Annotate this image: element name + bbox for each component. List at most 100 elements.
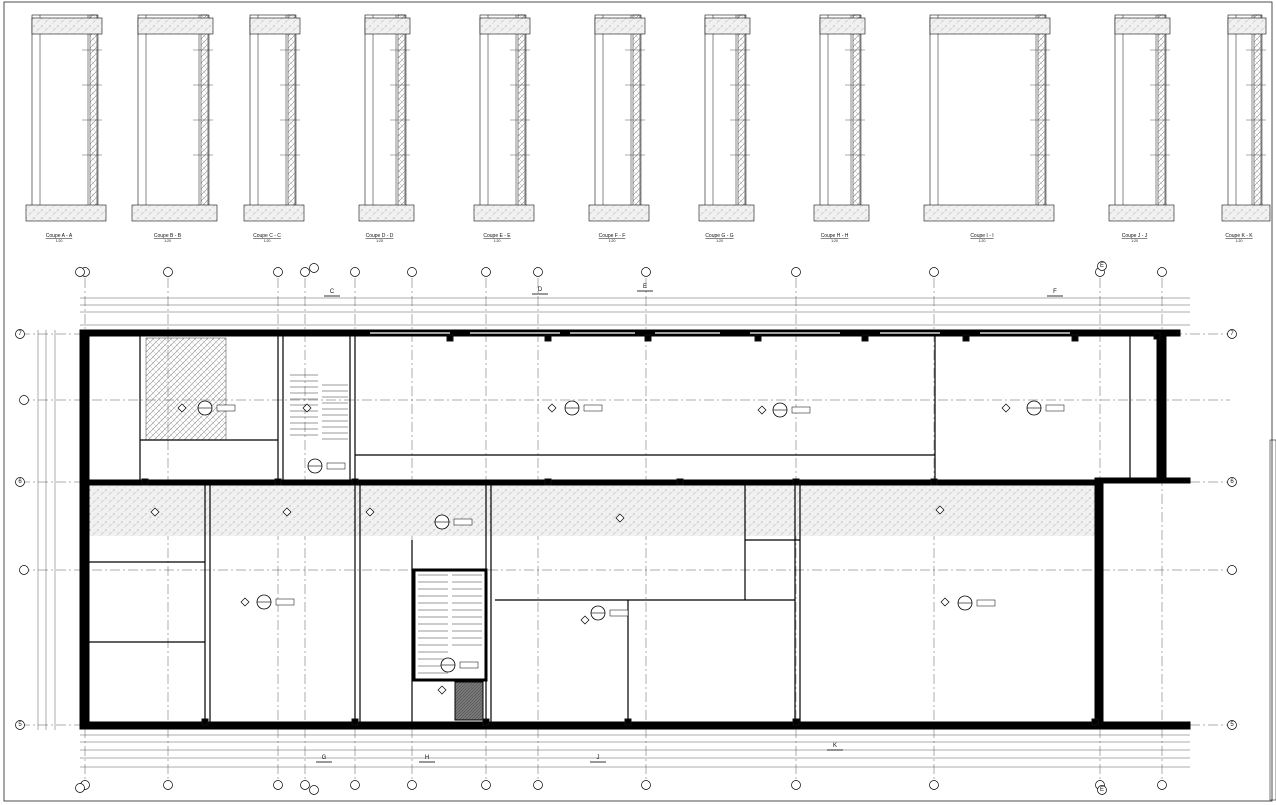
grid-bubble-bottom [1157, 780, 1167, 790]
section-scale: 1:20 [164, 239, 171, 243]
room-tag [440, 657, 479, 673]
grid-bubble-right: 5 [1227, 720, 1237, 730]
room-tag [307, 458, 346, 474]
grid-bubble-bottom [791, 780, 801, 790]
column [544, 478, 552, 486]
svg-text:5: 5 [1230, 722, 1234, 728]
section-cut-marker: G [316, 755, 332, 763]
svg-text:5: 5 [18, 722, 22, 728]
grid-bubble-bottom [641, 780, 651, 790]
svg-text:E: E [643, 284, 647, 290]
section-detail: Coupe F - F1:20 [588, 14, 650, 243]
section-title: Coupe A - A [46, 233, 73, 239]
section-scale: 1:20 [494, 239, 501, 243]
section-detail: Coupe J - J1:20 [1108, 14, 1175, 243]
svg-text:6: 6 [1230, 479, 1234, 485]
svg-text:C: C [330, 289, 335, 295]
column [861, 334, 869, 342]
svg-text:E: E [1100, 263, 1104, 269]
column [446, 334, 454, 342]
column [544, 334, 552, 342]
interior-walls [88, 336, 1131, 722]
title-block-edge [1269, 439, 1276, 801]
section-title: Coupe H - H [821, 233, 849, 239]
level-diamond [365, 507, 375, 517]
svg-text:G: G [322, 755, 327, 761]
level-markers [150, 403, 1011, 695]
grid-bubble-top [791, 267, 801, 277]
column [141, 478, 149, 486]
svg-text:7: 7 [1230, 331, 1234, 337]
section-detail: Coupe E - E1:20 [473, 14, 535, 243]
stair-hatch [145, 337, 227, 441]
grid-bubble-top [1157, 267, 1167, 277]
grid-bubble-top [533, 267, 543, 277]
room-tag [590, 605, 629, 621]
level-diamond [437, 685, 447, 695]
column [201, 718, 209, 726]
level-diamond [240, 597, 250, 607]
section-scale: 1:20 [716, 239, 723, 243]
column [1091, 718, 1099, 726]
svg-text:J: J [597, 755, 600, 761]
grid-bubble-bottom: E [1097, 785, 1107, 795]
room-tag [434, 514, 473, 530]
section-cut-marker: E [637, 284, 653, 292]
grid-bubble-top: E [1097, 261, 1107, 271]
section-detail: Coupe B - B1:20 [131, 14, 218, 243]
grid-bubble-top [350, 267, 360, 277]
grid-bubble-bottom [533, 780, 543, 790]
lift-shaft-fill [454, 681, 484, 721]
column [482, 718, 490, 726]
columns [141, 332, 1161, 726]
column [792, 478, 800, 486]
sheet-frame [3, 1, 1273, 802]
section-cut-marker: K [827, 743, 843, 751]
room-tag [197, 400, 236, 416]
grid-bubble-bottom [481, 780, 491, 790]
room-tag [256, 594, 295, 610]
section-title: Coupe K - K [1225, 233, 1253, 239]
level-diamond [547, 403, 557, 413]
section-cut-marker: J [590, 755, 606, 763]
room-tag [772, 402, 811, 418]
column [930, 478, 938, 486]
grid-bubble-top [273, 267, 283, 277]
section-scale: 1:20 [376, 239, 383, 243]
svg-text:H: H [425, 755, 429, 761]
column [1071, 334, 1079, 342]
room-tag [957, 595, 996, 611]
section-scale: 1:20 [609, 239, 616, 243]
section-scale: 1:20 [1236, 239, 1243, 243]
level-diamond [580, 615, 590, 625]
level-diamond [1001, 403, 1011, 413]
section-detail: Coupe A - A1:20 [25, 14, 107, 243]
column [676, 478, 684, 486]
grid-bubble-top [309, 263, 319, 273]
grid-bubble-top [641, 267, 651, 277]
level-diamond [302, 403, 312, 413]
svg-text:K: K [833, 743, 837, 749]
grid-bubble-top [75, 267, 85, 277]
section-detail: Coupe H - H1:20 [813, 14, 870, 243]
section-scale: 1:20 [264, 239, 271, 243]
dimension-lines-left [37, 330, 56, 730]
grid-bubble-left: 7 [15, 329, 25, 339]
section-cut-marker: C [324, 289, 340, 297]
svg-text:6: 6 [18, 479, 22, 485]
section-scale: 1:20 [979, 239, 986, 243]
grid-bubble-bottom [407, 780, 417, 790]
grid-bubble-left [19, 395, 29, 405]
section-cut-marker: F [1047, 289, 1063, 297]
svg-text:E: E [1100, 787, 1104, 793]
column [962, 334, 970, 342]
grid-bubble-right: 6 [1227, 477, 1237, 487]
column [624, 718, 632, 726]
section-detail: Coupe I - I1:20 [923, 14, 1055, 243]
section-cut-marker: H [419, 755, 435, 763]
grid-bubble-bottom [273, 780, 283, 790]
level-diamond [757, 405, 767, 415]
level-diamond [282, 507, 292, 517]
